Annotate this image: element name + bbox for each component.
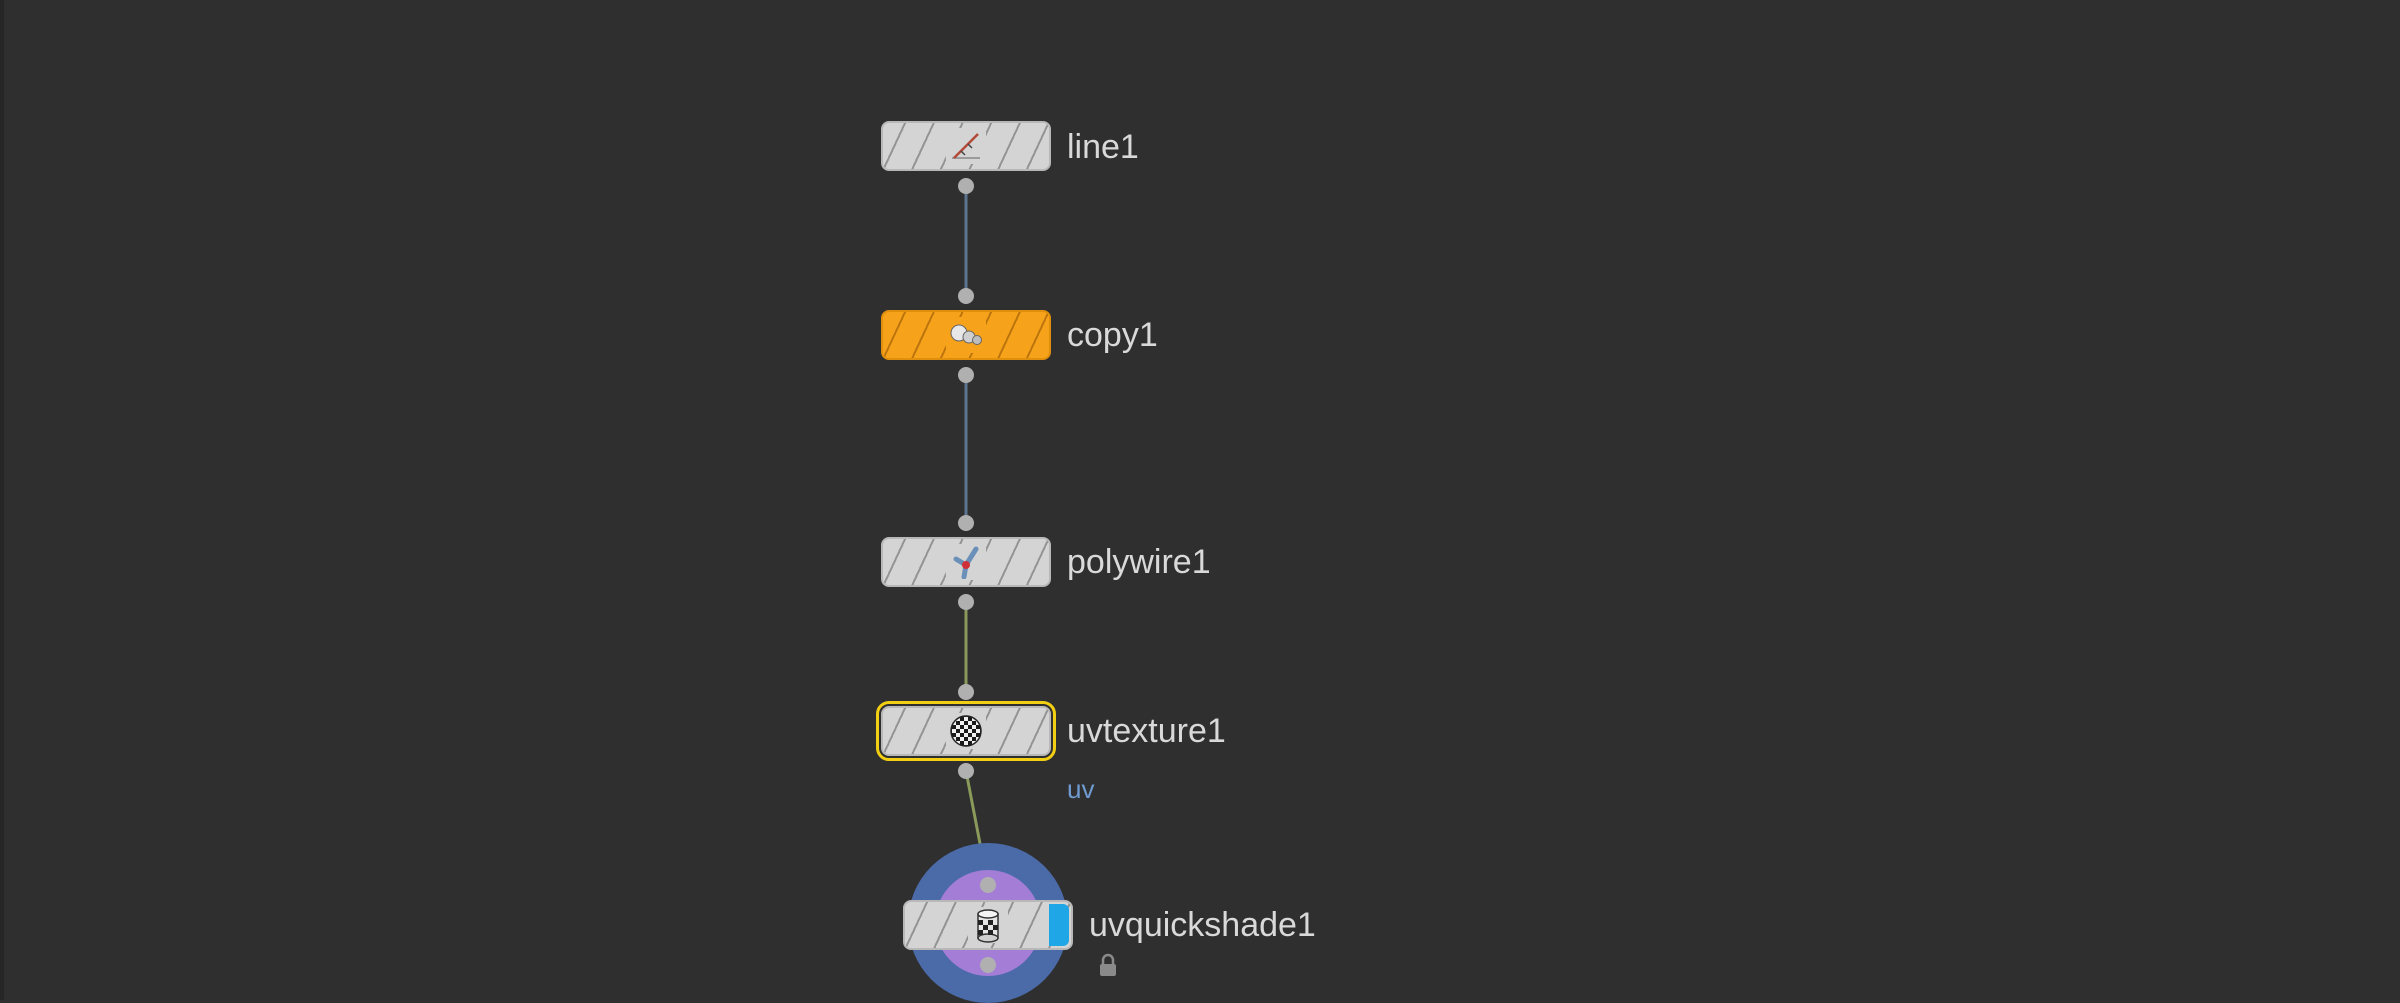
node-copy1-input-port[interactable] [958, 288, 974, 304]
node-uvquickshade1-body[interactable] [903, 900, 1073, 950]
node-line1-body[interactable] [881, 121, 1051, 171]
node-uvtexture1-output-port[interactable] [958, 763, 974, 779]
node-copy1-label: copy1 [1067, 316, 1158, 354]
node-copy1-output-port[interactable] [958, 367, 974, 383]
node-polywire1-label: polywire1 [1067, 543, 1211, 581]
node-uvtexture1-body[interactable] [876, 701, 1056, 761]
node-copy1-body[interactable] [881, 310, 1051, 360]
node-line1-label: line1 [1067, 128, 1139, 166]
line-icon [946, 128, 986, 164]
node-polywire1-input-port[interactable] [958, 515, 974, 531]
node-uvtexture1-input-port[interactable] [958, 684, 974, 700]
node-uvtexture1-sublabel: uv [1067, 774, 1095, 804]
polywire-icon [946, 544, 986, 580]
lock-icon[interactable] [1097, 953, 1119, 982]
node-uvquickshade1-output-port[interactable] [980, 957, 996, 973]
node-polywire1-body[interactable] [881, 537, 1051, 587]
node-line1-output-port[interactable] [958, 178, 974, 194]
node-uvquickshade1-label: uvquickshade1 [1089, 906, 1316, 944]
wires-layer [964, 186, 990, 886]
node-uvquickshade1-input-port[interactable] [980, 877, 996, 893]
uv-cylinder-icon [968, 907, 1008, 943]
display-flag-button[interactable] [1049, 904, 1069, 946]
checker-sphere-icon [946, 713, 986, 749]
node-polywire1-output-port[interactable] [958, 594, 974, 610]
node-uvtexture1-label: uvtexture1 [1067, 712, 1226, 750]
copy-spheres-icon [946, 317, 986, 353]
